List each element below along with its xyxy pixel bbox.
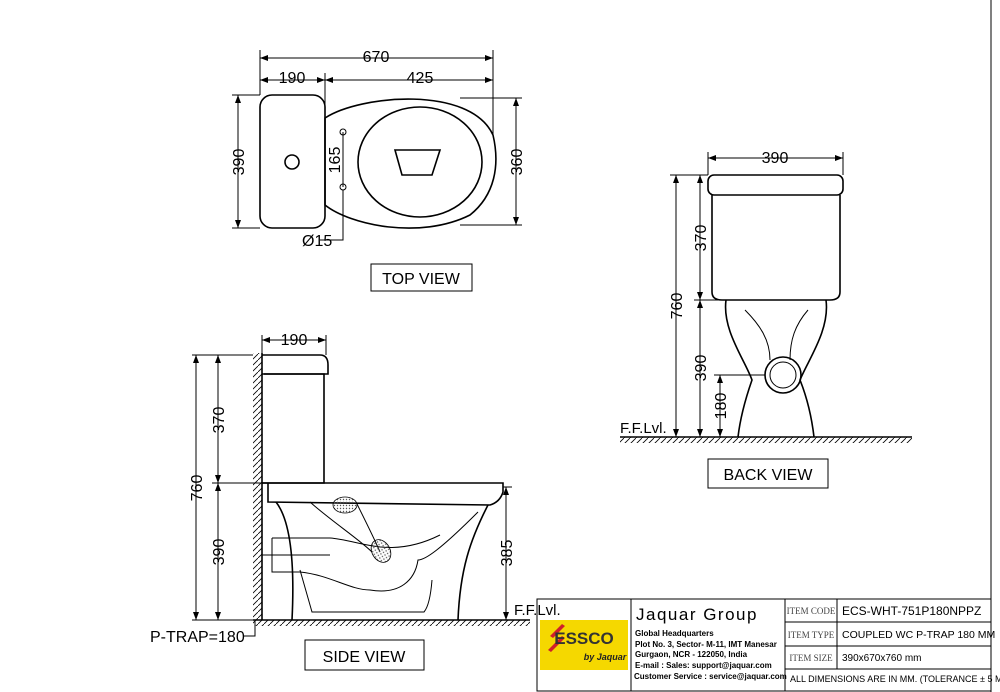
dim-bowl: 390 bbox=[693, 355, 710, 382]
dim-tank-length: 190 bbox=[279, 70, 306, 87]
dim-tank: 370 bbox=[693, 225, 710, 252]
item-code-label: ITEM CODE bbox=[787, 606, 836, 616]
dim-hole-diameter: Ø15 bbox=[302, 233, 332, 250]
logo-text: ESSCO bbox=[554, 629, 614, 648]
dim-height: 760 bbox=[189, 475, 206, 502]
bowl-drain bbox=[393, 149, 442, 176]
email-service: Customer Service : service@jaquar.com bbox=[634, 672, 787, 681]
tolerance-note: ALL DIMENSIONS ARE IN MM. (TOLERANCE ± 5… bbox=[790, 674, 1000, 684]
dim-bowl-length: 425 bbox=[407, 70, 434, 87]
p-trap-label: P-TRAP=180 bbox=[150, 629, 245, 646]
bowl-outline bbox=[324, 98, 497, 229]
item-type-label: ITEM TYPE bbox=[788, 630, 835, 640]
title-block: ESSCO by Jaquar Jaquar Group Global Head… bbox=[536, 598, 1000, 692]
dim-seat-height: 385 bbox=[499, 540, 516, 567]
dim-width: 390 bbox=[762, 150, 789, 167]
top-view-title: TOP VIEW bbox=[382, 271, 461, 288]
address-line: Gurgaon, NCR - 122050, India bbox=[635, 650, 748, 659]
dim-tank: 370 bbox=[211, 407, 228, 434]
company-name: Jaquar Group bbox=[636, 605, 758, 624]
side-view: 190 760 370 390 385 P-TRAP=180 F.F.Lvl. … bbox=[150, 332, 561, 671]
email-sales: E-mail : Sales: support@jaquar.com bbox=[635, 661, 772, 670]
back-view: 390 760 370 390 180 F.F.Lvl. BACK VIEW bbox=[620, 150, 912, 489]
logo-subtext: by Jaquar bbox=[584, 652, 627, 662]
item-code-value: ECS-WHT-751P180NPPZ bbox=[842, 604, 981, 618]
side-view-title: SIDE VIEW bbox=[323, 649, 407, 666]
address-line: Plot No. 3, Sector- M-11, IMT Manesar bbox=[635, 640, 777, 649]
tank-lid bbox=[262, 354, 329, 375]
flush-button bbox=[284, 154, 300, 170]
dim-seat-width: 360 bbox=[509, 149, 526, 176]
tank-body bbox=[262, 373, 325, 484]
dim-overall-length: 670 bbox=[363, 49, 390, 66]
pedestal bbox=[275, 501, 489, 621]
dim-outlet: 180 bbox=[713, 393, 730, 420]
pedestal bbox=[724, 299, 828, 438]
dim-bowl: 390 bbox=[211, 539, 228, 566]
item-type-value: COUPLED WC P-TRAP 180 MM bbox=[842, 629, 995, 641]
dim-tank-depth: 190 bbox=[281, 332, 308, 349]
address-line: Global Headquarters bbox=[635, 629, 714, 638]
item-size-label: ITEM SIZE bbox=[789, 653, 833, 663]
tank-lid bbox=[707, 174, 844, 196]
back-view-title: BACK VIEW bbox=[724, 467, 814, 484]
dim-width: 390 bbox=[231, 149, 248, 176]
dim-height: 760 bbox=[669, 293, 686, 320]
seat-opening bbox=[357, 106, 483, 218]
top-view: 670 190 425 390 360 165 Ø15 TOP VIEW bbox=[231, 49, 526, 292]
seat bbox=[262, 482, 504, 506]
tank-body bbox=[711, 195, 841, 301]
dim-hole-spacing: 165 bbox=[327, 147, 344, 174]
item-size-value: 390x670x760 mm bbox=[842, 653, 922, 664]
floor-label: F.F.Lvl. bbox=[620, 420, 667, 437]
tank-outline bbox=[259, 94, 326, 229]
